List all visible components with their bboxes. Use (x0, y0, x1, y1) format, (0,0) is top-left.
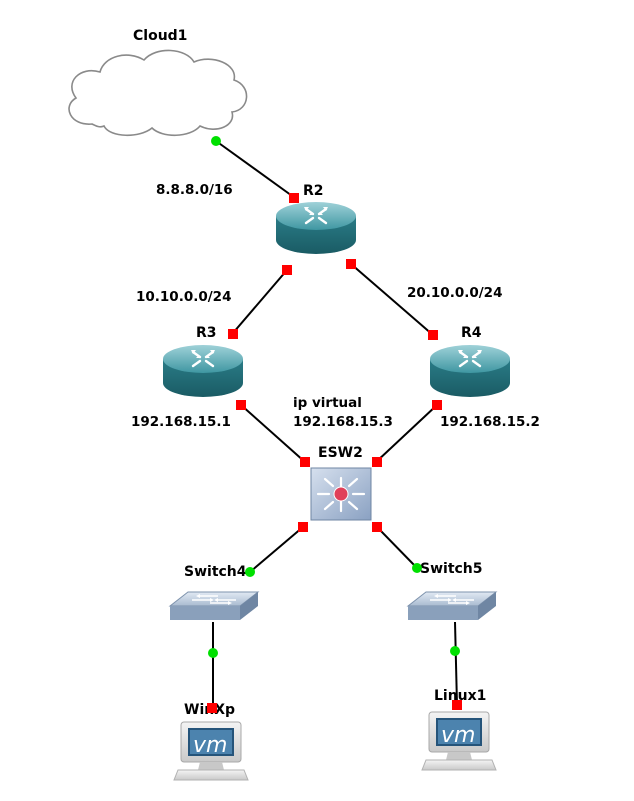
port-up-indicator (412, 563, 422, 573)
link-r3-esw2 (240, 404, 306, 463)
virtual-ip-value: 192.168.15.3 (293, 414, 393, 430)
port-up-indicator (245, 567, 255, 577)
router-icon (274, 200, 358, 256)
port-down-indicator (346, 259, 356, 269)
port-up-indicator (211, 136, 221, 146)
switch4-label: Switch4 (184, 564, 247, 580)
link-r4-esw2 (375, 404, 438, 463)
esw2-node[interactable]: ESW2 (310, 445, 372, 521)
port-down-indicator (228, 329, 238, 339)
r3-node[interactable]: R3 (161, 325, 245, 399)
vm-badge: vm (193, 733, 227, 758)
r4-node[interactable]: R4 (428, 325, 512, 399)
port-down-indicator (452, 700, 462, 710)
port-down-indicator (289, 193, 299, 203)
switch-icon (169, 591, 259, 621)
link-esw2-switch4 (249, 526, 304, 573)
link-r2-r3 (232, 269, 288, 334)
link-esw2-switch5 (376, 526, 418, 569)
link-r2-r4 (350, 263, 434, 336)
winxp-node[interactable]: vm WinXp (173, 702, 249, 781)
router-icon (161, 343, 245, 399)
links (212, 140, 458, 708)
link-label-r4-esw2: 192.168.15.2 (440, 414, 540, 430)
port-up-indicator (208, 648, 218, 658)
cloud1-label: Cloud1 (133, 28, 187, 44)
linux1-node[interactable]: vm Linux1 (421, 688, 497, 771)
r2-node[interactable]: R2 (274, 183, 358, 256)
vm-badge: vm (441, 723, 475, 748)
switch-icon (407, 591, 497, 621)
link-label-r2-r4: 20.10.0.0/24 (407, 285, 502, 301)
link-label-r2-r3: 10.10.0.0/24 (136, 289, 231, 305)
link-switch5-linux1 (454, 621, 458, 706)
switch5-label: Switch5 (420, 561, 483, 577)
port-down-indicator (207, 703, 217, 713)
esw2-label: ESW2 (318, 445, 363, 461)
r3-label: R3 (196, 325, 217, 341)
r4-label: R4 (461, 325, 482, 341)
link-cloud1-r2 (215, 140, 296, 199)
port-down-indicator (428, 330, 438, 340)
link-label-cloud1-r2: 8.8.8.0/16 (156, 182, 233, 198)
cloud1-node[interactable]: Cloud1 (68, 28, 248, 137)
link-label-r3-esw2: 192.168.15.1 (131, 414, 231, 430)
router-icon (428, 343, 512, 399)
port-down-indicator (298, 522, 308, 532)
switch4-node[interactable]: Switch4 (169, 564, 259, 621)
port-down-indicator (300, 457, 310, 467)
port-down-indicator (372, 522, 382, 532)
port-down-indicator (432, 400, 442, 410)
port-indicators (207, 136, 462, 713)
linux1-label: Linux1 (434, 688, 486, 704)
port-down-indicator (236, 400, 246, 410)
port-down-indicator (372, 457, 382, 467)
port-down-indicator (282, 265, 292, 275)
port-up-indicator (450, 646, 460, 656)
r2-label: R2 (303, 183, 324, 199)
virtual-ip-title: ip virtual (293, 395, 362, 411)
multilayer-switch-icon (310, 467, 372, 521)
cloud-icon (68, 49, 248, 137)
switch5-node[interactable]: Switch5 (407, 561, 497, 621)
